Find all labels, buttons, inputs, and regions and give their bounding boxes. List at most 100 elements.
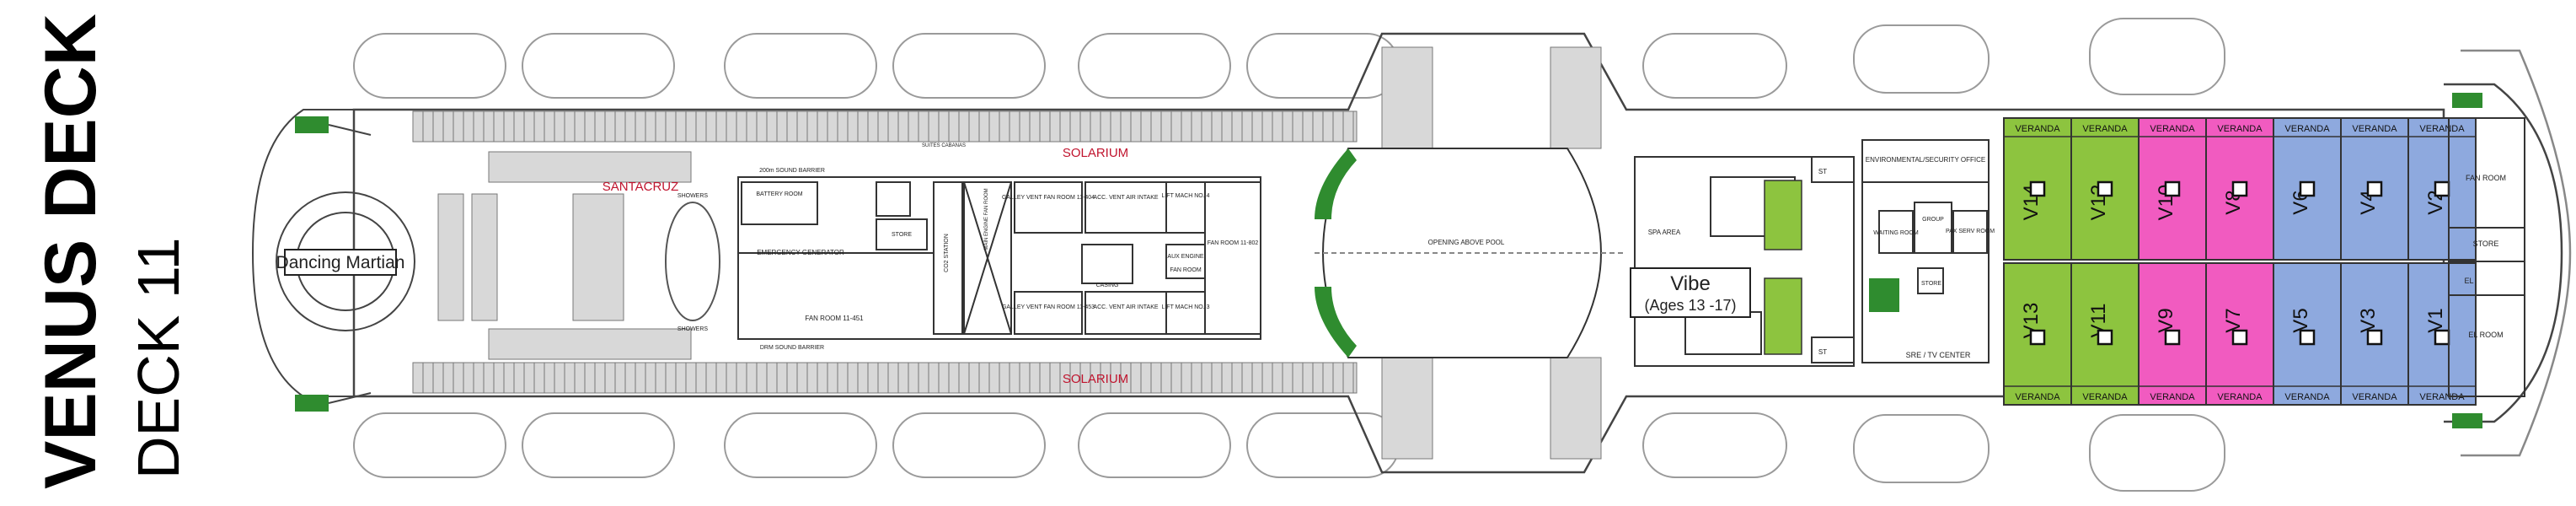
- cabin-number-label: V9: [2155, 308, 2177, 332]
- store-fwd-label: STORE: [2473, 240, 2499, 248]
- cabin-V4: [2340, 117, 2409, 261]
- st-top-label: ST: [1818, 168, 1827, 175]
- dancing-martian-label: Dancing Martian: [276, 253, 405, 272]
- group-room-label: GROUP: [1922, 217, 1944, 223]
- cabin-number-label: V1: [2424, 308, 2447, 332]
- cabin-bed-icon: [2366, 329, 2383, 346]
- lifeboats-top: [353, 18, 2225, 99]
- fan-room-802-label: FAN ROOM 11-802: [1208, 240, 1259, 246]
- dancing-martian-box: [284, 249, 397, 276]
- solarium-bottom-label: SOLARIUM: [1063, 372, 1128, 386]
- veranda-label: VERANDA: [2150, 124, 2195, 134]
- veranda-label: VERANDA: [2015, 124, 2060, 134]
- sre-tv-center-label: SRE / TV CENTER: [1906, 351, 1971, 359]
- flag-stern-top: [295, 116, 372, 136]
- lift-lobby-bottom: [1764, 277, 1802, 355]
- env-security-office-label: ENVIRONMENTAL/SECURITY OFFICE: [1866, 156, 1985, 164]
- acc-vent-top-label: ACC. VENT AIR INTAKE: [1093, 195, 1158, 201]
- veranda-label: VERANDA: [2217, 124, 2263, 134]
- lift-mach-4-label: LIFT MACH NO. 4: [1161, 193, 1209, 199]
- lounger-grid-lines: [412, 111, 1354, 393]
- loungers-bottom: [412, 357, 1602, 460]
- machinery-block: [737, 176, 1261, 340]
- el-label: EL: [2464, 277, 2473, 285]
- pax-serv-room-label: PAX SERV ROOM: [1946, 229, 1995, 234]
- cabin-number-label: V7: [2222, 308, 2245, 332]
- fan-room-451-label: FAN ROOM 11-451: [805, 315, 864, 322]
- cabin-bed-icon: [2366, 180, 2383, 197]
- cabin-bed-icon: [2434, 329, 2450, 346]
- solarium-top-label: SOLARIUM: [1063, 146, 1128, 160]
- cabin-V12: [2070, 117, 2140, 261]
- veranda-label: VERANDA: [2352, 392, 2397, 402]
- galley-vent-top-label: GALLEY VENT FAN ROOM 11-404: [1002, 195, 1095, 201]
- veranda-label: VERANDA: [2419, 124, 2465, 134]
- flag-bow-top: [2452, 93, 2482, 108]
- suites-cabanas-label: SUITES CABANAS: [922, 143, 966, 148]
- lift-lobby-top: [1764, 180, 1802, 250]
- battery-room-label: BATTERY ROOM: [756, 191, 802, 197]
- lifeboats-bottom: [353, 412, 2225, 492]
- cabin-bed-icon: [2434, 180, 2450, 197]
- cabin-bed-icon: [2231, 329, 2248, 346]
- aux-engine-label: AUX ENGINE: [1167, 254, 1204, 260]
- flag-stern-bottom: [295, 392, 372, 412]
- emergency-generator-label: EMERGENCY GENERATOR: [757, 249, 844, 256]
- veranda-label: VERANDA: [2082, 124, 2128, 134]
- st-bottom-label: ST: [1818, 348, 1827, 356]
- cabin-bed-icon: [2097, 180, 2113, 197]
- veranda-label: VERANDA: [2284, 124, 2330, 134]
- cabin-bed-icon: [2164, 329, 2181, 346]
- veranda-label: VERANDA: [2015, 392, 2060, 402]
- cabin-bed-icon: [2299, 329, 2316, 346]
- veranda-label: VERANDA: [2217, 392, 2263, 402]
- veranda-label: VERANDA: [2419, 392, 2465, 402]
- vibe-title: Vibe: [1670, 272, 1711, 295]
- fan-room-fwd-label: FAN ROOM: [2466, 174, 2506, 182]
- pool-opening: [1315, 148, 1626, 358]
- opening-above-pool-label: OPENING ABOVE POOL: [1428, 239, 1505, 246]
- sound-barrier-top-label: 200m SOUND BARRIER: [759, 168, 825, 174]
- veranda-label: VERANDA: [2082, 392, 2128, 402]
- cabin-bed-icon: [2097, 329, 2113, 346]
- vibe-box: [1630, 267, 1751, 318]
- co2-station-label: CO2 STATION: [944, 234, 950, 272]
- fore-block: [2448, 117, 2525, 397]
- cabin-bed-icon: [2029, 329, 2046, 346]
- cabin-number-label: V5: [2289, 308, 2312, 332]
- stair-aft-top: [1315, 148, 1357, 219]
- stair-aft-bottom: [1315, 287, 1357, 358]
- office-block: [1861, 139, 1990, 363]
- veranda-label: VERANDA: [2150, 392, 2195, 402]
- santacruz-label: SANTACRUZ: [602, 180, 679, 194]
- showers-bottom-label: SHOWERS: [677, 326, 709, 332]
- flag-bow-bottom: [2452, 413, 2482, 428]
- el-room-label: EL ROOM: [2468, 331, 2503, 339]
- vibe-ages: (Ages 13 -17): [1644, 297, 1736, 314]
- acc-vent-bottom-label: ACC. VENT AIR INTAKE: [1093, 304, 1158, 310]
- sound-barrier-bottom-label: DRM SOUND BARRIER: [760, 345, 824, 351]
- cabin-bed-icon: [2231, 180, 2248, 197]
- store-fwd-small-label: STORE: [1921, 281, 1941, 287]
- shower-ring: [665, 202, 720, 321]
- casing-label: CASING: [1096, 283, 1119, 288]
- main-engine-fan-room-label: MAIN ENGINE FAN ROOM: [984, 188, 989, 250]
- waiting-room-label: WAITING ROOM: [1873, 230, 1919, 236]
- cabin-bed-icon: [2164, 180, 2181, 197]
- spa-area-label: SPA AREA: [1648, 229, 1681, 236]
- aft-seating: [437, 151, 692, 360]
- fan-room-label: FAN ROOM: [1170, 267, 1202, 273]
- loungers-top: [412, 46, 1602, 149]
- veranda-label: VERANDA: [2284, 392, 2330, 402]
- veranda-cabins: VERANDAV14VERANDAV12VERANDAV10VERANDAV8V…: [2003, 117, 2477, 406]
- galley-vent-bottom-label: GALLEY VENT FAN ROOM 11-453: [1002, 304, 1095, 310]
- cabin-bed-icon: [2299, 180, 2316, 197]
- cabin-number-label: V3: [2357, 308, 2380, 332]
- spa-vibe-block: [1634, 156, 1855, 367]
- stair-fwd: [1869, 278, 1899, 312]
- veranda-label: VERANDA: [2352, 124, 2397, 134]
- cabin-bed-icon: [2029, 180, 2046, 197]
- showers-top-label: SHOWERS: [677, 193, 709, 199]
- lift-mach-3-label: LIFT MACH NO. 3: [1161, 304, 1209, 310]
